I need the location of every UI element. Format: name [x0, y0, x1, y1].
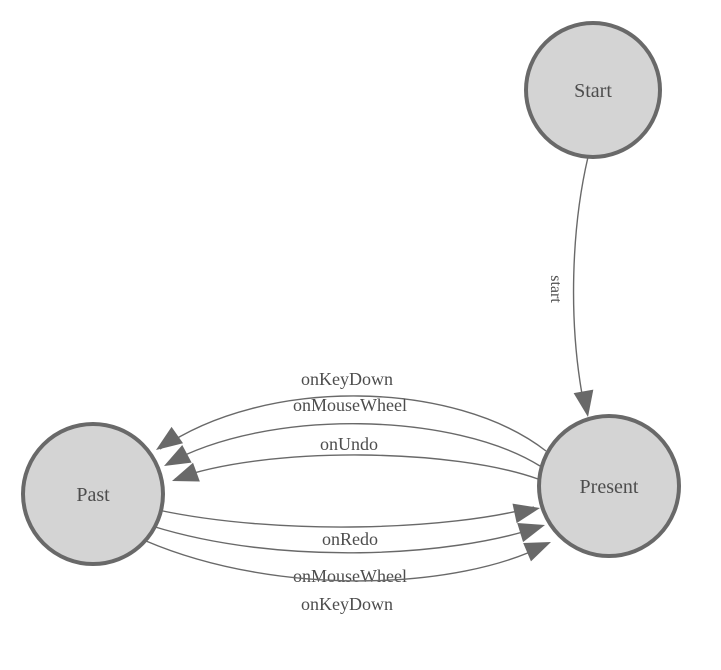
state-node-label-present: Present [580, 476, 639, 498]
state-node-past [21, 422, 165, 566]
edge-past-to-present-onkeydown [145, 540, 546, 582]
edge-present-to-past-onmousewheel [166, 423, 541, 467]
state-node-label-past: Past [76, 484, 110, 506]
edge-label-present-to-past-onundo: onUndo [320, 434, 378, 454]
edge-present-to-past-onundo [174, 454, 539, 480]
edge-past-to-present-onmousewheel [151, 525, 540, 554]
arrowhead-present-to-past-onundo [172, 462, 200, 482]
state-node-present [537, 414, 681, 558]
arrowhead-present-to-past-onmousewheel [164, 444, 192, 466]
arrowhead-start-to-present [573, 389, 594, 417]
arrowhead-past-to-present-onmousewheel [517, 523, 545, 543]
edge-past-to-present-onredo [157, 506, 535, 528]
edge-present-to-past-onkeydown [159, 395, 547, 452]
state-node-start [524, 21, 662, 159]
edges-layer: start onKeyDown onMouseWheel onUndo onRedo on… [145, 156, 594, 614]
state-node-label-start: Start [574, 80, 612, 102]
edge-label-past-to-present-onredo: onRedo [322, 529, 378, 549]
arrowhead-past-to-present-onkeydown [523, 542, 551, 562]
edge-label-start-to-present: start [547, 275, 564, 303]
edge-label-present-to-past-onkeydown: onKeyDown [301, 369, 393, 389]
arrowhead-past-to-present-onredo [512, 503, 540, 524]
edge-label-past-to-present-onmousewheel: onMouseWheel [293, 566, 407, 586]
edge-label-present-to-past-onmousewheel: onMouseWheel [293, 395, 407, 415]
edge-label-past-to-present-onkeydown: onKeyDown [301, 594, 393, 614]
arrowhead-present-to-past-onkeydown [156, 426, 184, 450]
edge-start-to-present [572, 156, 589, 395]
